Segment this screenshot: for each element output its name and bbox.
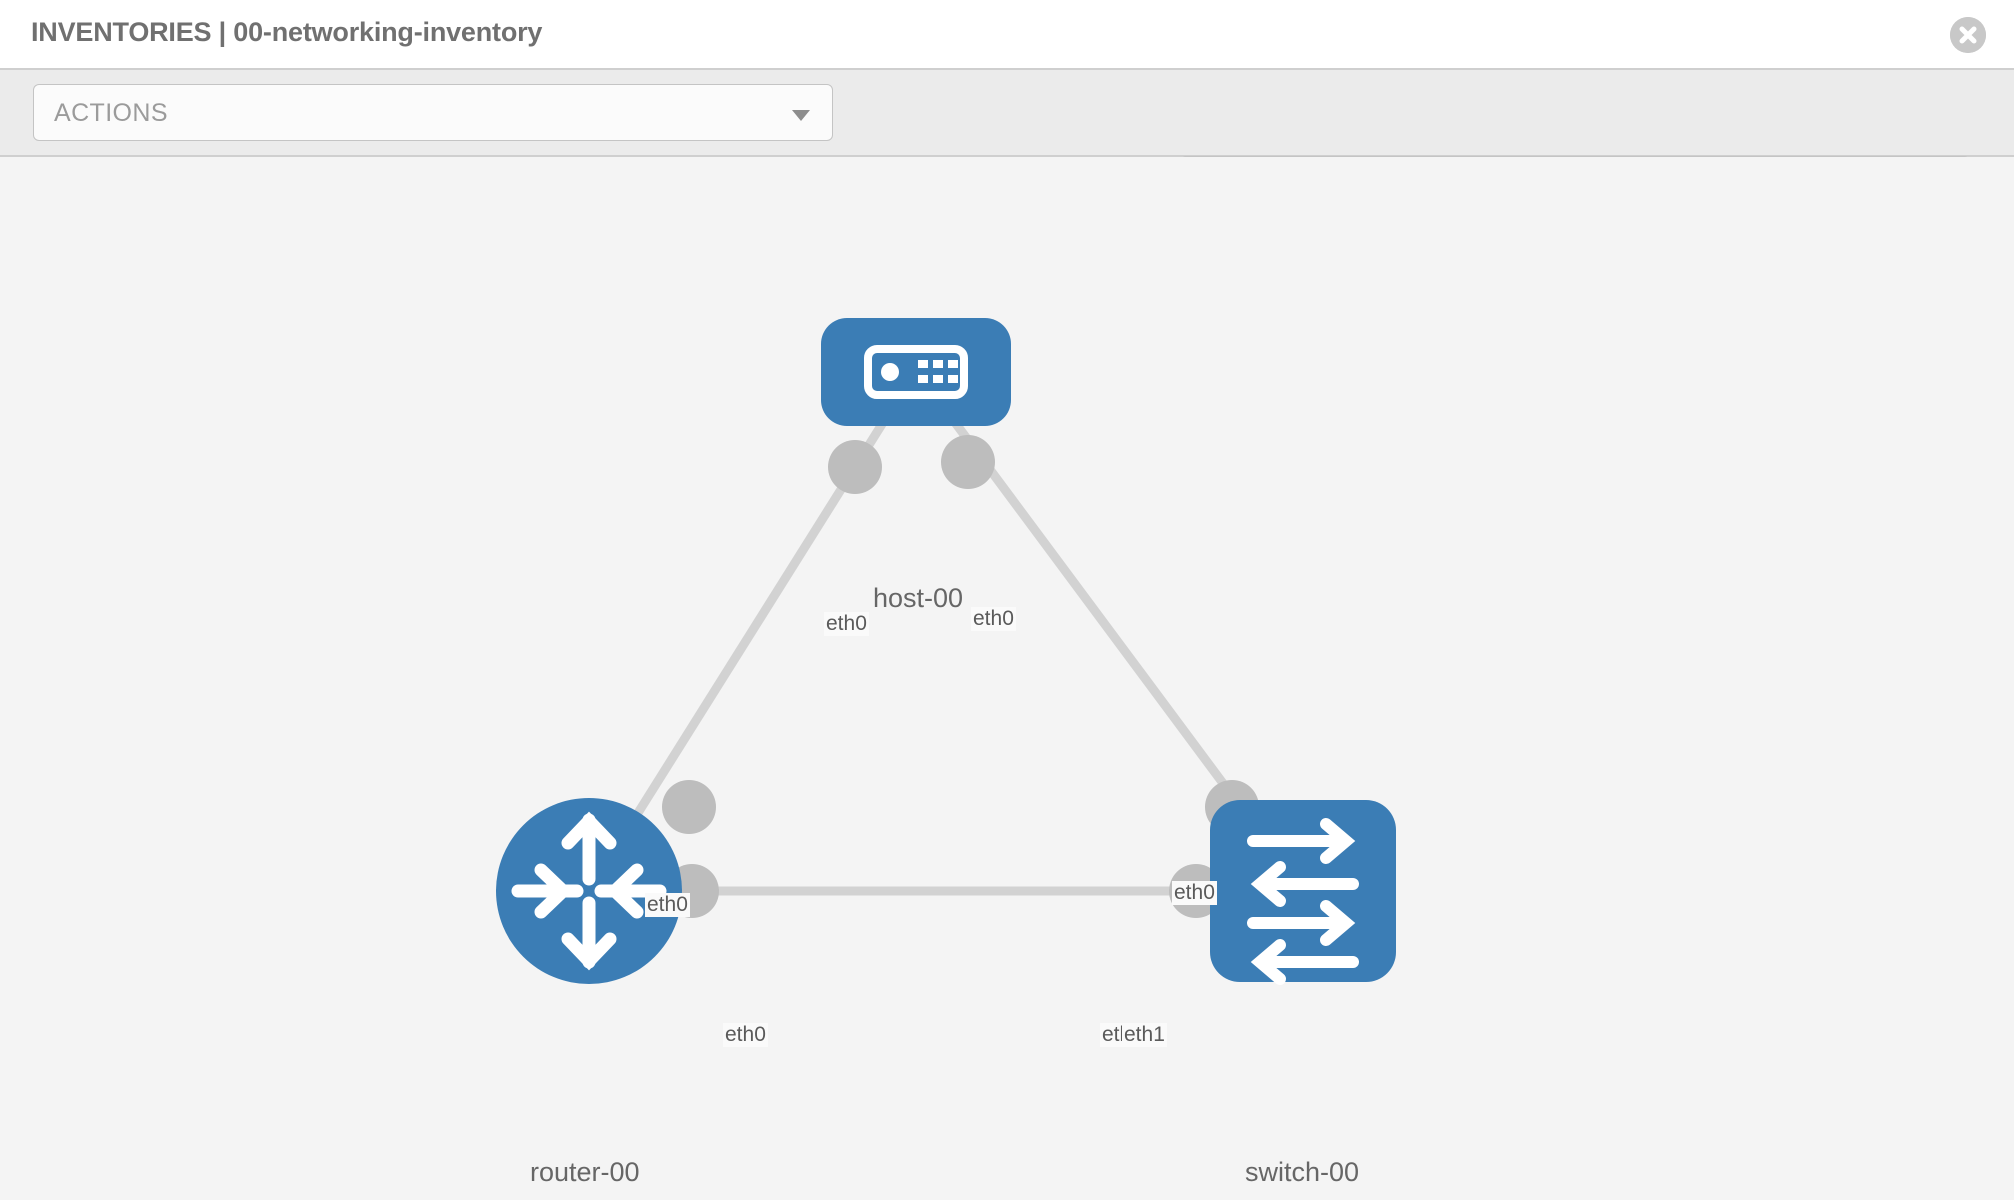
router-arrows-icon: [511, 811, 667, 971]
node-switch-00: [1210, 800, 1396, 985]
actions-dropdown-label: ACTIONS: [54, 99, 168, 127]
endpoint-dot: [662, 780, 716, 834]
close-icon[interactable]: [1950, 17, 1986, 53]
link-endpoints-layer: [662, 435, 1259, 918]
page-header: INVENTORIES | 00-networking-inventory: [0, 0, 2014, 68]
edge-label: eth0: [723, 1023, 768, 1047]
topology-canvas[interactable]: host-00 router-00 switch-00 eth0 eth0 et…: [0, 157, 2014, 1200]
server-icon: [864, 345, 968, 399]
node-label-host-00: host-00: [871, 583, 966, 614]
toolbar: ACTIONS SEARCH: [0, 68, 2014, 213]
edge-label: eth0: [971, 607, 1016, 631]
switch-arrows-icon: [1247, 818, 1359, 985]
edge-label: eth1: [1122, 1023, 1167, 1047]
node-label-router-00: router-00: [528, 1157, 642, 1188]
edge-label: eth0: [1172, 881, 1217, 905]
edge-label: eth0: [645, 893, 690, 917]
page-title: INVENTORIES | 00-networking-inventory: [31, 17, 543, 47]
node-label-switch-00: switch-00: [1243, 1157, 1362, 1188]
topology-graph: [496, 318, 1396, 985]
endpoint-dot: [941, 435, 995, 489]
endpoint-dot: [828, 440, 882, 494]
actions-dropdown[interactable]: ACTIONS: [33, 84, 833, 141]
chevron-down-icon: [792, 110, 810, 121]
node-host-00: [821, 318, 1011, 426]
edge-label: eth0: [824, 612, 869, 636]
node-router-00: [496, 798, 682, 984]
